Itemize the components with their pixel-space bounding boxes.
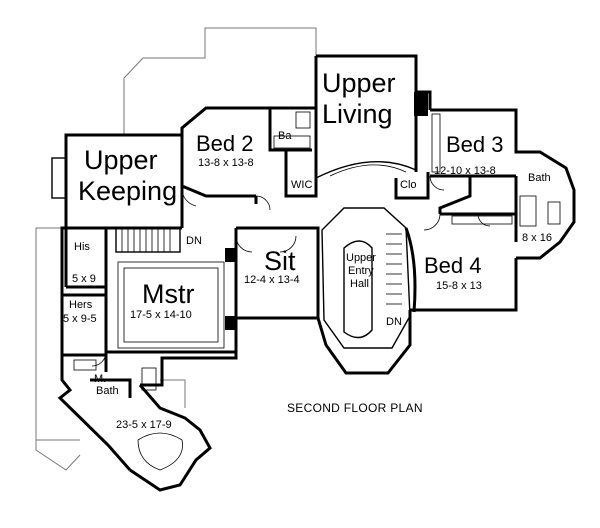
entry-hall-line3: Hall <box>350 278 369 290</box>
upper-living-label-line2: Living <box>322 99 393 129</box>
stair-dn-left: DN <box>186 235 202 247</box>
hers-label: Hers <box>69 299 93 311</box>
m-bath-label-line2: Bath <box>96 385 119 397</box>
bath-label: Bath <box>528 172 551 184</box>
entry-hall-line1: Upper <box>346 252 376 264</box>
plan-title: SECOND FLOOR PLAN <box>287 401 423 415</box>
bed2-dims: 13-8 x 13-8 <box>198 157 254 169</box>
bed3-dims: 12-10 x 13-8 <box>434 165 496 177</box>
ba-label: Ba <box>278 130 292 142</box>
interior-walls <box>62 92 561 471</box>
wic-label: WIC <box>291 179 312 191</box>
stair-dn-right: DN <box>386 316 402 328</box>
upper-keeping-label-line2: Keeping <box>78 176 177 206</box>
bed4-label: Bed 4 <box>424 253 482 278</box>
bed2-label: Bed 2 <box>196 131 254 156</box>
mstr-dims: 17-5 x 14-10 <box>130 309 192 321</box>
his-label: His <box>74 241 90 253</box>
hers-dims: 5 x 9-5 <box>63 313 97 325</box>
entry-stair-treads <box>386 233 402 305</box>
sit-label: Sit <box>264 246 296 276</box>
room-labels: Upper Living Bed 2 13-8 x 13-8 Ba WIC Be… <box>63 68 552 431</box>
roof-outline <box>35 27 317 471</box>
m-bath-label-line1: M. <box>94 373 106 385</box>
entry-hall-line2: Entry <box>348 265 374 277</box>
his-dims: 5 x 9 <box>72 273 96 285</box>
left-stair-treads <box>121 228 171 252</box>
bath-dims: 8 x 16 <box>522 232 552 244</box>
bed3-label: Bed 3 <box>446 132 504 157</box>
m-bath-dims: 23-5 x 17-9 <box>116 419 172 431</box>
door-swings <box>91 175 491 367</box>
mstr-label: Mstr <box>142 279 194 309</box>
sit-dims: 12-4 x 13-4 <box>244 274 300 286</box>
bed4-dims: 15-8 x 13 <box>436 280 482 292</box>
upper-living-label-line1: Upper <box>322 68 396 98</box>
clo-label: Clo <box>400 179 417 191</box>
upper-keeping-label-line1: Upper <box>84 145 158 175</box>
